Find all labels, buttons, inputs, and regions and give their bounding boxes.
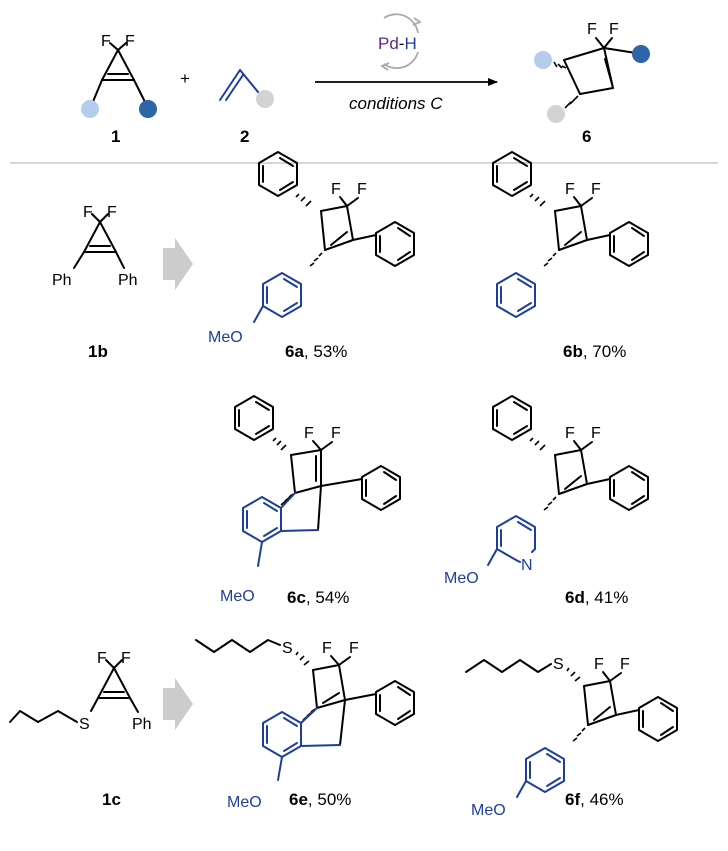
fluorine-label: F bbox=[349, 640, 359, 657]
fluorine-label: F bbox=[591, 181, 601, 198]
fluorine-label: F bbox=[107, 204, 117, 221]
product-6b: F F 6b, 70% bbox=[492, 151, 649, 361]
product-label-6c: 6c, 54% bbox=[287, 588, 349, 607]
fluorine-label: F bbox=[565, 181, 575, 198]
general-scheme: F F 1 + 2 Pd-H conditions C bbox=[81, 13, 650, 146]
fluorine-label: F bbox=[322, 640, 332, 657]
nitrogen-label: N bbox=[521, 557, 533, 574]
product-label-6b: 6b, 70% bbox=[563, 342, 626, 361]
dark-blue-substituent-circle bbox=[632, 45, 650, 63]
alkene-2: 2 bbox=[219, 69, 274, 146]
compound-label-1: 1 bbox=[111, 127, 120, 146]
dark-blue-substituent-circle bbox=[139, 100, 157, 118]
phenyl-label: Ph bbox=[118, 272, 138, 289]
sulfur-label: S bbox=[553, 656, 564, 673]
light-blue-substituent-circle bbox=[81, 100, 99, 118]
phenyl-label: Ph bbox=[132, 716, 152, 733]
methoxy-label: MeO bbox=[220, 588, 255, 605]
fluorine-label: F bbox=[331, 181, 341, 198]
product-label-6f: 6f, 46% bbox=[565, 790, 624, 809]
fluorine-label: F bbox=[591, 425, 601, 442]
fluorine-label: F bbox=[609, 21, 619, 38]
reactant-1: F F 1 bbox=[81, 33, 157, 146]
fluorine-label: F bbox=[357, 181, 367, 198]
plus-sign: + bbox=[180, 69, 190, 88]
product-label-6e: 6e, 50% bbox=[289, 790, 351, 809]
fluorine-label: F bbox=[304, 425, 314, 442]
gray-block-arrow bbox=[163, 678, 193, 730]
product-6f: S F F MeO 6f, 46% bbox=[465, 656, 678, 819]
fluorine-label: F bbox=[97, 650, 107, 667]
methoxy-label: MeO bbox=[471, 802, 506, 819]
phenyl-label: Ph bbox=[52, 272, 72, 289]
fluorine-label: F bbox=[125, 33, 135, 50]
product-6d: F F N MeO 6d, 41% bbox=[444, 395, 649, 607]
fluorine-label: F bbox=[101, 33, 111, 50]
substrate-1b: F F Ph Ph 1b bbox=[52, 204, 138, 361]
methoxy-label: MeO bbox=[444, 570, 479, 587]
fluorine-label: F bbox=[620, 656, 630, 673]
pd-h-catalyst-cycle: Pd-H bbox=[378, 13, 422, 71]
fluorine-label: F bbox=[121, 650, 131, 667]
compound-label-2: 2 bbox=[240, 127, 249, 146]
product-6c: F F MeO 6c, 54% bbox=[220, 395, 401, 607]
sulfur-label: S bbox=[282, 640, 293, 657]
product-6: F F 6 bbox=[534, 21, 650, 146]
product-6a: F F MeO 6a, 53% bbox=[208, 151, 415, 361]
fluorine-label: F bbox=[83, 204, 93, 221]
compound-label-6: 6 bbox=[582, 127, 591, 146]
gray-block-arrow bbox=[163, 238, 193, 290]
fluorine-label: F bbox=[331, 425, 341, 442]
product-label-6d: 6d, 41% bbox=[565, 588, 628, 607]
grey-substituent-circle bbox=[256, 90, 274, 108]
grey-substituent-circle bbox=[547, 105, 565, 123]
sulfur-label: S bbox=[79, 716, 90, 733]
product-6e: S F F MeO 6e, 50% bbox=[195, 639, 415, 811]
catalyst-label: Pd-H bbox=[378, 34, 417, 53]
fluorine-label: F bbox=[565, 425, 575, 442]
methoxy-label: MeO bbox=[208, 329, 243, 346]
light-blue-substituent-circle bbox=[534, 51, 552, 69]
compound-label: 1b bbox=[88, 342, 108, 361]
compound-label: 1c bbox=[102, 790, 121, 809]
methoxy-label: MeO bbox=[227, 794, 262, 811]
substrate-1c: F F Ph S 1c bbox=[9, 650, 152, 809]
fluorine-label: F bbox=[594, 656, 604, 673]
reaction-conditions: conditions C bbox=[349, 94, 443, 113]
fluorine-label: F bbox=[587, 21, 597, 38]
product-label-6a: 6a, 53% bbox=[285, 342, 347, 361]
